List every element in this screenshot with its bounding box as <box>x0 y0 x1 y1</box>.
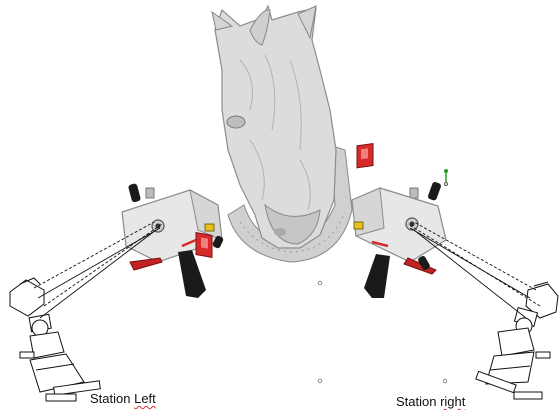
right-station-icon <box>476 282 558 399</box>
station-left-label-word: Left <box>134 391 156 406</box>
horse-head-icon <box>212 6 352 262</box>
station-right-label: Station right <box>396 394 465 409</box>
station-left-label: Station Left <box>90 391 156 406</box>
left-station-icon <box>10 278 100 401</box>
station-left-label-prefix: Station <box>90 391 134 406</box>
right-scanner-icon <box>352 144 448 298</box>
station-right-label-word: right <box>440 394 465 409</box>
station-right-label-prefix: Station <box>396 394 440 409</box>
